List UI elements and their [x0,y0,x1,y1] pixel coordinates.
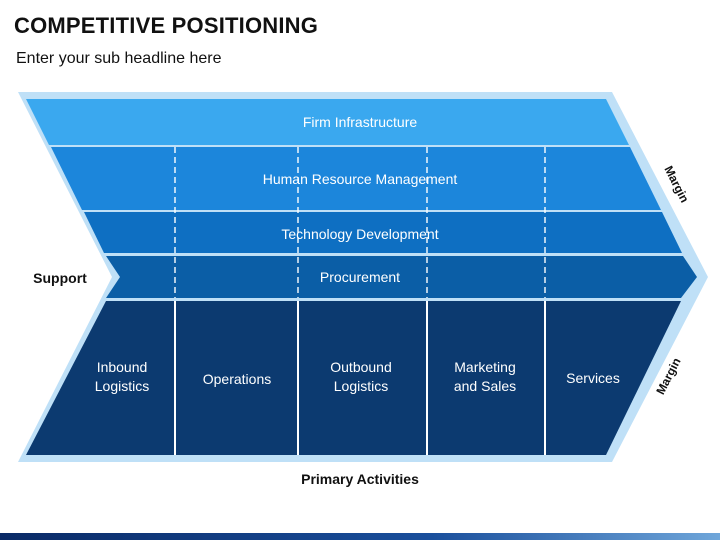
band-firm-infrastructure [26,99,629,145]
label-outbound-logistics-line2: Logistics [334,378,388,394]
band-technology-development [84,212,682,253]
label-marketing-sales-line2: and Sales [454,378,516,394]
label-inbound-logistics-line1: Inbound [97,359,148,375]
label-services: Services [566,370,620,386]
label-technology-development: Technology Development [281,226,438,242]
label-operations: Operations [203,371,271,387]
primary-activities-block [26,301,681,455]
label-human-resource-management: Human Resource Management [263,171,458,187]
primary-dividers [174,301,546,455]
label-firm-infrastructure: Firm Infrastructure [303,114,418,130]
support-dividers [174,147,546,298]
label-support: Support [33,270,87,286]
band-human-resource-management [51,147,661,210]
label-procurement: Procurement [320,269,400,285]
label-marketing-sales-line1: Marketing [454,359,515,375]
band-procurement [106,256,697,298]
label-primary-activities: Primary Activities [301,471,419,487]
page-title: COMPETITIVE POSITIONING [14,13,319,38]
footer-accent-bar [0,533,720,540]
page-subtitle: Enter your sub headline here [16,50,222,67]
label-inbound-logistics-line2: Logistics [95,378,149,394]
label-outbound-logistics-line1: Outbound [330,359,392,375]
